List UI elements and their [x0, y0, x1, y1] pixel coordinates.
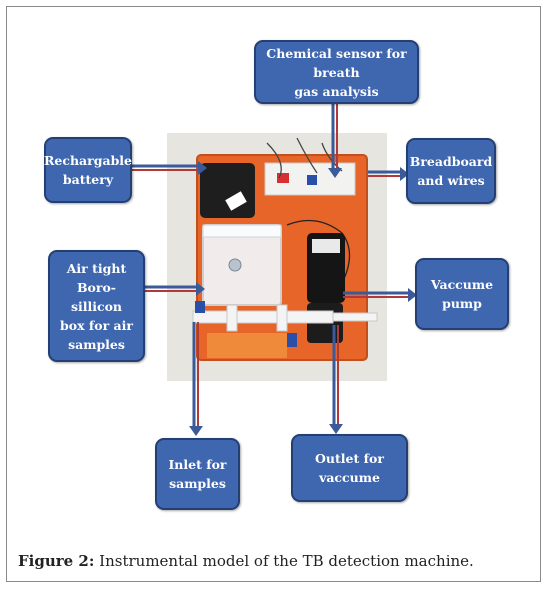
arrow-vacuum-pump [343, 288, 417, 302]
caption-text: Instrumental model of the TB detection m… [99, 552, 474, 570]
air-box-label: Air tight Boro-sillicon box for air samp… [48, 250, 145, 362]
arrow-chemical-sensor [328, 103, 342, 178]
caption-label: Figure 2: [18, 552, 95, 570]
chemical-sensor-label: Chemical sensor for breath gas analysis [254, 40, 419, 104]
arrow-breadboard [368, 167, 409, 181]
vacuum-pump-label: Vaccume pump [415, 258, 509, 330]
arrow-air-box [143, 282, 205, 296]
arrow-outlet [329, 325, 343, 434]
outlet-label: Outlet for vaccume [291, 434, 408, 502]
arrow-inlet [189, 322, 203, 436]
inlet-label: Inlet for samples [155, 438, 240, 510]
breadboard-label: Breadboard and wires [406, 138, 496, 204]
battery-label: Rechargable battery [44, 137, 132, 203]
arrow-battery [131, 161, 207, 175]
figure-caption: Figure 2: Instrumental model of the TB d… [18, 552, 533, 572]
